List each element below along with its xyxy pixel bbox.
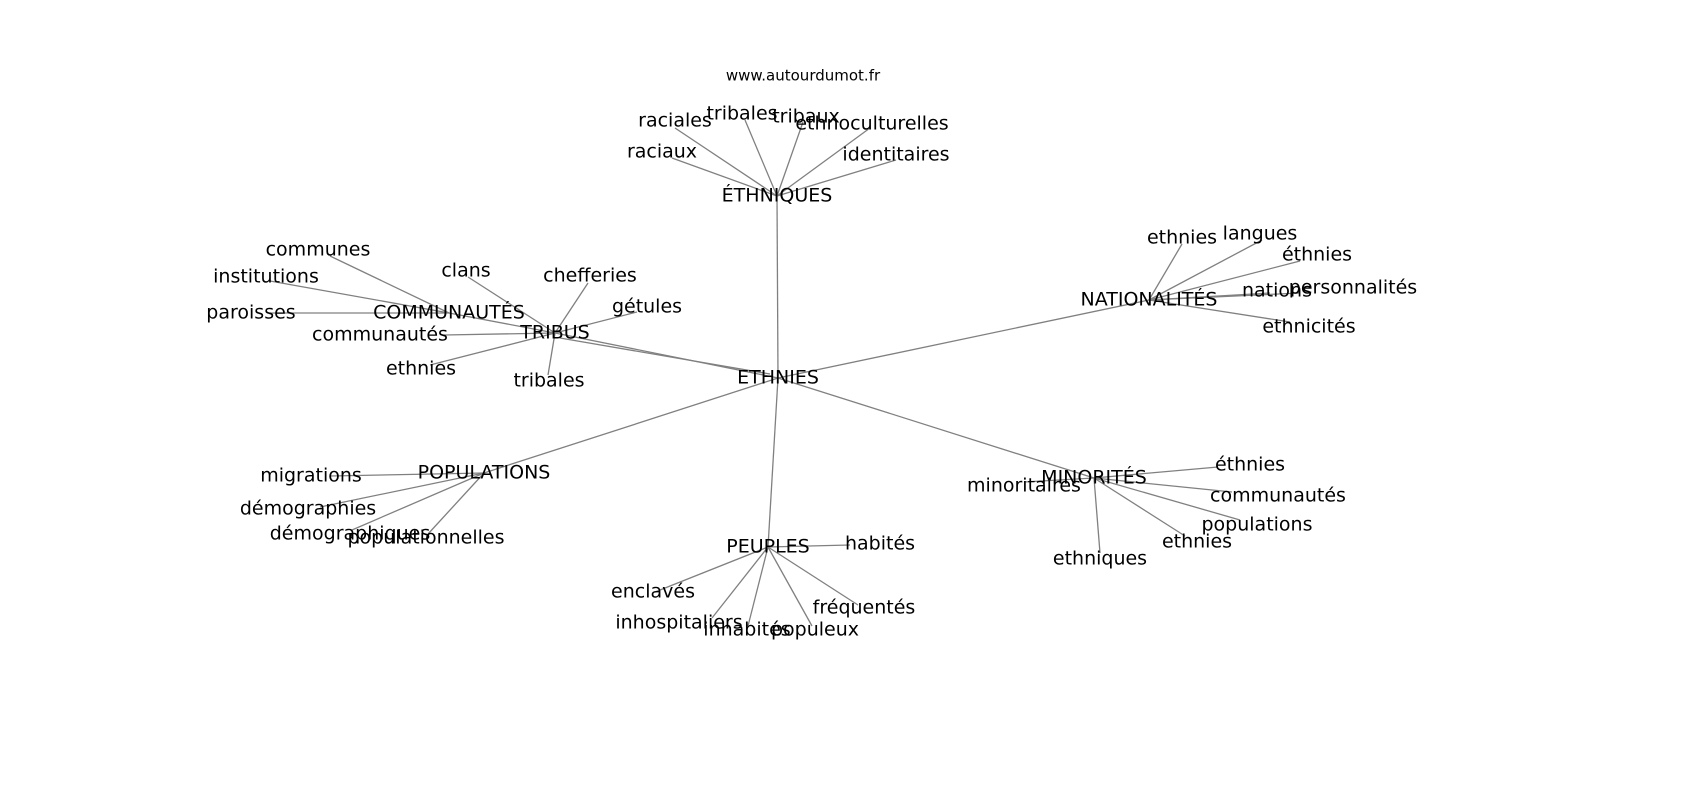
edge-peuples-leaf: [767, 544, 851, 548]
node-hub-nationalites[interactable]: NATIONALITÉS: [1081, 288, 1218, 311]
edge-peuples-leaf: [747, 546, 769, 627]
edge-center-ethniques: [776, 195, 779, 379]
edge-minorites-leaf: [1093, 477, 1241, 521]
edge-minorites-leaf: [1093, 477, 1233, 493]
edge-nationalites-leaf: [1148, 292, 1301, 301]
edge-nationalites-leaf: [1148, 260, 1301, 301]
node-leaf[interactable]: institutions: [213, 266, 319, 288]
edge-minorites-leaf: [1023, 477, 1095, 483]
edge-minorites-leaf: [1093, 466, 1219, 479]
edge-peuples-leaf: [767, 546, 859, 606]
node-leaf[interactable]: populeux: [771, 619, 859, 641]
node-leaf[interactable]: ethnoculturelles: [795, 113, 948, 135]
edge-peuples-leaf: [767, 546, 813, 627]
node-leaf[interactable]: éthnies: [1215, 454, 1285, 476]
edge-ethniques-leaf: [744, 119, 778, 197]
edge-tribus-leaf: [554, 311, 638, 334]
node-leaf[interactable]: ethnies: [1162, 531, 1232, 553]
node-leaf[interactable]: populationnelles: [348, 527, 505, 549]
node-leaf[interactable]: inhospitaliers: [615, 612, 742, 634]
edge-tribus-leaf: [554, 282, 589, 334]
edge-tribus-leaf: [429, 332, 556, 366]
edge-nationalites-leaf: [1148, 243, 1183, 301]
node-hub-communautes[interactable]: COMMUNAUTÉS: [373, 301, 525, 324]
node-leaf[interactable]: populations: [1201, 514, 1312, 536]
node-hub-tribus[interactable]: TRIBUS: [519, 322, 589, 344]
edge-center-populations: [483, 377, 779, 474]
edge-communautes-leaf: [329, 255, 450, 314]
edge-populations-leaf: [427, 472, 485, 535]
node-leaf[interactable]: identitaires: [842, 144, 949, 166]
edge-ethniques-leaf: [776, 159, 897, 197]
node-leaf[interactable]: raciaux: [627, 141, 697, 163]
node-leaf[interactable]: nations: [1242, 280, 1312, 302]
edge-tribus-communautes: [448, 312, 556, 334]
edge-ethniques-leaf: [674, 127, 778, 197]
edge-center-tribus-secondary: [559, 337, 771, 375]
node-leaf[interactable]: ethniques: [1053, 548, 1147, 570]
node-leaf[interactable]: communautés: [312, 324, 448, 346]
edge-tribus-leaf: [443, 332, 556, 336]
edge-minorites-leaf: [1093, 477, 1186, 537]
node-leaf[interactable]: démographiques: [270, 523, 430, 545]
edge-populations-leaf: [319, 472, 485, 508]
edge-communautes-leaf: [269, 280, 450, 314]
edge-peuples-leaf: [654, 546, 769, 593]
edge-ethniques-leaf: [671, 157, 778, 197]
edge-center-tribus: [554, 332, 779, 379]
edge-minorites-leaf: [1093, 477, 1101, 554]
node-leaf[interactable]: tribaux: [772, 106, 840, 128]
node-leaf[interactable]: ethnies: [386, 358, 456, 380]
edge-center-minorites: [777, 377, 1095, 479]
node-leaf[interactable]: éthnies: [1282, 244, 1352, 266]
edge-populations-leaf: [351, 472, 485, 531]
node-leaf[interactable]: langues: [1223, 223, 1298, 245]
node-leaf[interactable]: paroisses: [206, 302, 295, 324]
node-leaf[interactable]: raciales: [638, 110, 712, 132]
node-leaf[interactable]: communes: [266, 239, 371, 261]
edge-ethniques-leaf: [776, 127, 871, 197]
edge-center-peuples: [767, 377, 779, 548]
node-hub-populations[interactable]: POPULATIONS: [418, 462, 551, 484]
node-leaf[interactable]: gétules: [612, 296, 682, 318]
node-leaf[interactable]: enclavés: [611, 581, 695, 603]
node-leaf[interactable]: ethnies: [1147, 227, 1217, 249]
node-leaf[interactable]: inhabités: [703, 619, 790, 641]
node-leaf[interactable]: tribales: [513, 370, 584, 392]
edge-peuples-leaf: [711, 546, 769, 619]
graph-labels: ETHNIESÉTHNIQUESracialestribalestribauxe…: [206, 103, 1417, 641]
edge-populations-leaf: [329, 472, 485, 477]
node-leaf[interactable]: tribales: [706, 103, 777, 125]
site-label: www.autourdumot.fr: [726, 67, 881, 85]
node-leaf[interactable]: démographies: [240, 498, 376, 520]
edge-ethniques-leaf: [776, 121, 804, 197]
node-leaf[interactable]: communautés: [1210, 485, 1346, 507]
node-hub-minorites[interactable]: MINORITÉS: [1041, 466, 1147, 489]
edge-nationalites-leaf: [1148, 299, 1291, 323]
edge-tribus-leaf: [467, 276, 556, 334]
node-center[interactable]: ETHNIES: [737, 367, 819, 389]
node-leaf[interactable]: ethnicités: [1262, 316, 1355, 338]
node-leaf[interactable]: clans: [441, 260, 490, 282]
node-hub-peuples[interactable]: PEUPLES: [726, 536, 809, 558]
node-leaf[interactable]: fréquentés: [813, 597, 916, 619]
node-leaf[interactable]: habités: [845, 533, 915, 555]
node-leaf[interactable]: chefferies: [543, 265, 637, 287]
graph-edges: [269, 119, 1301, 627]
edge-center-nationalites: [777, 299, 1150, 379]
node-leaf[interactable]: personnalités: [1289, 277, 1417, 299]
edge-nationalites-leaf: [1148, 239, 1263, 301]
node-leaf[interactable]: minoritaires: [967, 475, 1081, 497]
node-leaf[interactable]: migrations: [260, 465, 362, 487]
edge-tribus-leaf: [547, 332, 556, 376]
node-hub-ethniques[interactable]: ÉTHNIQUES: [722, 184, 833, 207]
